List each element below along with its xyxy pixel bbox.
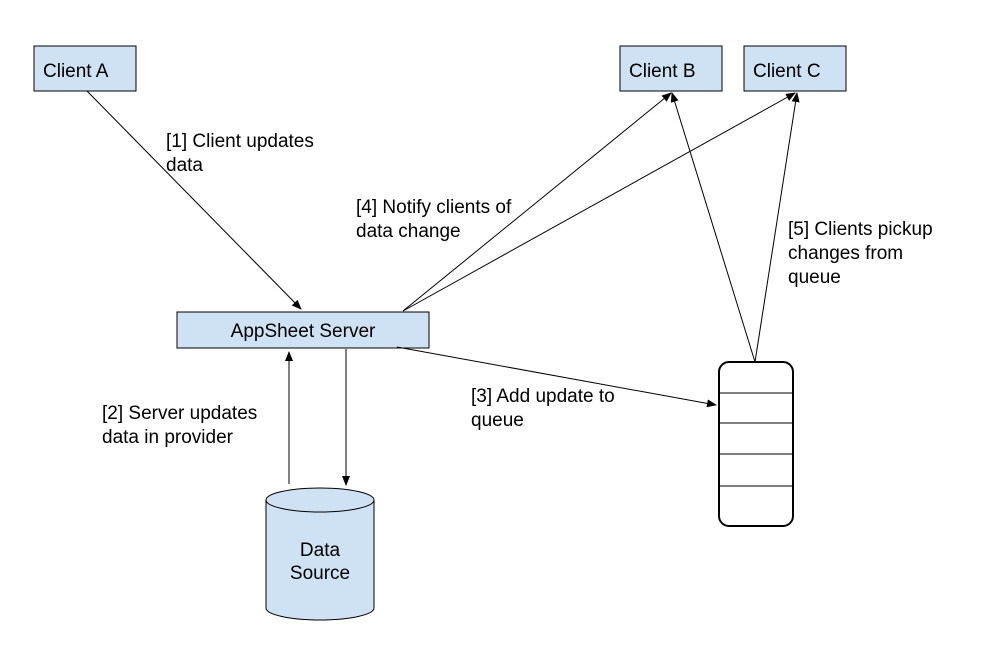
data-source-label-line1: Data <box>300 540 341 561</box>
step-5-label: [5] Clients pickup changes from queue <box>788 219 938 288</box>
client-b-label: Client B <box>629 61 696 82</box>
edge-client-a-to-server <box>86 90 302 310</box>
edge-server-to-queue <box>396 346 717 408</box>
client-b-node: Client B <box>619 45 723 92</box>
appsheet-server-label: AppSheet Server <box>231 321 376 342</box>
step-1-label: [1] Client updates data <box>166 131 319 176</box>
step-3-label: [3] Add update to queue <box>471 386 620 431</box>
edge-server-to-client-c <box>402 92 796 312</box>
data-source-label-line2: Source <box>290 563 350 584</box>
appsheet-server-node: AppSheet Server <box>176 311 430 349</box>
client-a-node: Client A <box>33 45 137 92</box>
edge-queue-to-client-b <box>670 92 756 363</box>
step-2-label: [2] Server updates data in provider <box>102 403 263 448</box>
step-4-label: [4] Notify clients of data change <box>356 197 517 242</box>
client-c-label: Client C <box>753 61 821 82</box>
client-c-node: Client C <box>743 45 847 92</box>
edge-queue-to-client-c <box>754 92 800 363</box>
data-source-node: Data Source <box>265 487 375 621</box>
queue-node <box>718 361 794 527</box>
client-a-label: Client A <box>43 61 109 82</box>
edge-server-to-client-b <box>402 92 672 312</box>
